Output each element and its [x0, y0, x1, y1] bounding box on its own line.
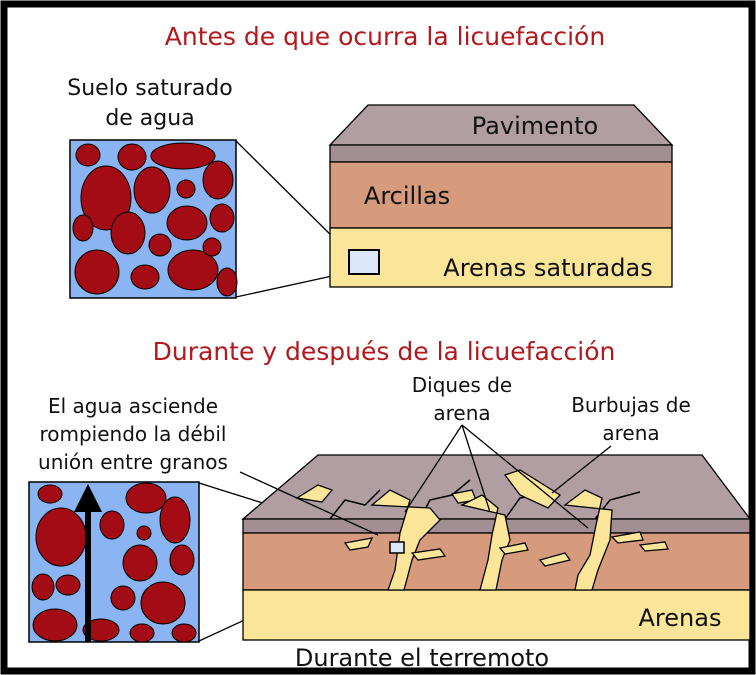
pointer: [239, 471, 379, 536]
grain: [80, 165, 132, 231]
grain: [75, 143, 101, 167]
grain: [176, 179, 196, 199]
pointer: [551, 445, 612, 494]
bubbles-label-line2: arena: [602, 421, 659, 445]
pointer: [461, 424, 589, 529]
grain: [140, 581, 186, 625]
grain: [169, 544, 195, 576]
grain: [55, 574, 81, 596]
sand-lens: [610, 531, 644, 544]
bubbles-label-line1: Burbujas de: [571, 393, 691, 417]
sand-bubble: [295, 484, 334, 503]
clay-label: Arcillas: [364, 182, 450, 210]
zoom-connector: [235, 140, 347, 251]
pointer: [404, 424, 463, 513]
grain: [148, 233, 172, 257]
grain: [110, 585, 136, 611]
water-label-line1: El agua asciende: [48, 394, 218, 418]
grain: [130, 264, 160, 290]
bottom-caption: Durante el terremoto: [295, 644, 549, 672]
grain: [99, 510, 125, 540]
sand-dike: [460, 494, 511, 591]
grain: [32, 608, 78, 642]
grain: [167, 249, 219, 291]
soil-label-line2: de agua: [105, 106, 194, 131]
dikes-label-line2: arena: [433, 401, 490, 425]
water-label-line3: unión entre granos: [38, 450, 228, 474]
bottom-sand-label: Arenas: [639, 604, 722, 632]
dikes-label-line1: Diques de: [412, 373, 512, 397]
grain: [171, 623, 197, 643]
soil-block-during: [241, 454, 752, 641]
grain: [37, 484, 63, 504]
grain: [129, 623, 155, 643]
pavement-label: Pavimento: [472, 112, 598, 140]
grain: [202, 160, 234, 200]
sand-dikes: [370, 489, 613, 591]
grain: [136, 525, 152, 541]
upward-arrow-icon: [74, 484, 102, 512]
sand-label: Arenas saturadas: [443, 254, 652, 282]
soil-grains: [72, 142, 238, 297]
sand-lens: [343, 537, 374, 551]
sand-dike: [370, 489, 441, 591]
sand-lens: [638, 541, 669, 552]
grain: [110, 211, 146, 255]
sand-lens: [538, 552, 572, 567]
grain: [117, 143, 147, 171]
crack: [329, 489, 381, 520]
grain: [159, 496, 191, 544]
liquefied-soil-zoom: [28, 481, 200, 643]
grain: [150, 142, 216, 170]
pointer: [461, 424, 491, 513]
sand-lenses: [343, 531, 669, 567]
soil-grains: [31, 482, 197, 643]
soil-block-before: [328, 104, 674, 288]
grain: [31, 573, 55, 601]
label-pointers: [239, 424, 612, 536]
grain: [209, 203, 235, 233]
sand-layer: [242, 589, 751, 641]
sand-lens: [498, 542, 529, 555]
grain: [125, 482, 167, 514]
water-label-line2: rompiendo la débil: [39, 422, 226, 446]
grain: [82, 618, 120, 642]
top-title: Antes de que ocurra la licuefacción: [165, 22, 605, 51]
grain: [166, 205, 208, 241]
sand-dike: [563, 489, 613, 591]
zoom-connector: [235, 272, 347, 298]
sample-marker: [389, 541, 405, 554]
bottom-title: Durante y después de la licuefacción: [153, 337, 616, 366]
clay-layer: [329, 161, 673, 229]
grain: [74, 249, 120, 295]
grain: [133, 166, 171, 214]
grain: [216, 267, 238, 297]
grain: [202, 237, 222, 257]
sample-marker: [348, 249, 380, 275]
sand-lens: [410, 548, 447, 561]
sand-layer: [329, 227, 673, 288]
grain: [122, 544, 158, 582]
grain: [72, 214, 94, 242]
pavement-front: [329, 144, 673, 163]
grain: [35, 507, 87, 567]
saturated-soil-zoom: [69, 139, 238, 299]
soil-label-line1: Suelo saturado: [67, 76, 232, 101]
